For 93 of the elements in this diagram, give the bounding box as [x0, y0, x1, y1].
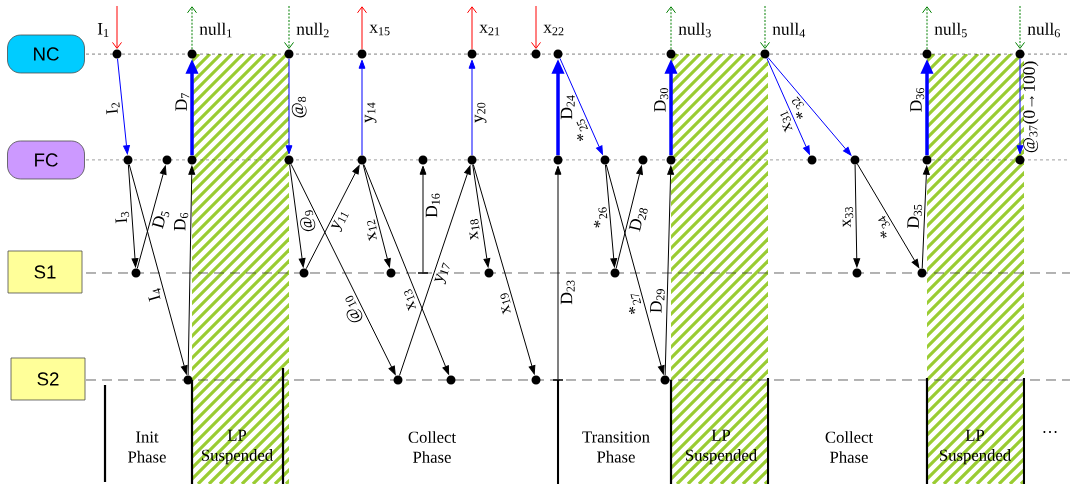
- edge-label: D$_{35}$: [907, 204, 923, 229]
- arrow: [605, 164, 665, 375]
- edge-label: x$_{21}$: [479, 24, 500, 36]
- arrow: [362, 164, 391, 268]
- arrow: [187, 165, 196, 376]
- edge-label: *$_{26}$: [593, 207, 608, 228]
- edge-label: null$_{3}$: [678, 22, 711, 38]
- edge-label: null$_{1}$: [199, 22, 232, 38]
- edge-label: D$_{16}$: [425, 193, 440, 218]
- lane-label: S2: [10, 357, 86, 401]
- edge-label: *$_{34}$: [878, 216, 890, 239]
- lane-label: S1: [7, 250, 83, 294]
- edge-label: x$_{12}$: [367, 219, 377, 242]
- phase-label: Init Phase: [128, 431, 166, 463]
- edge-label: y$_{20}$: [474, 102, 487, 123]
- edge-label: x$_{13}$: [404, 289, 417, 311]
- arrow: [468, 59, 476, 156]
- edge-label: null$_{5}$: [934, 22, 967, 38]
- arrow: [305, 165, 360, 270]
- arrow: [922, 6, 932, 50]
- edge-label: x$_{18}$: [469, 219, 480, 240]
- edge-label: D$_{36}$: [910, 87, 925, 112]
- edge-label: x$_{19}$: [500, 293, 511, 315]
- arrow: [117, 58, 130, 155]
- arrow: [472, 164, 536, 375]
- edge-label: y$_{11}$: [330, 212, 349, 233]
- arrow: [399, 165, 471, 376]
- edge-label: @$_{8}$: [291, 96, 307, 118]
- edge-label: D$_{23}$: [560, 280, 575, 305]
- arrow: [187, 6, 197, 50]
- arrow: [604, 164, 618, 268]
- arrow: [289, 164, 306, 268]
- arrow: [1015, 5, 1025, 49]
- phase-label: Collect Phase: [825, 431, 873, 463]
- arrow: [128, 164, 188, 375]
- arrow: [1016, 58, 1024, 155]
- edge-label: *$_{27}$: [628, 294, 642, 315]
- arrow: [559, 57, 603, 155]
- edge-label: I$_{3}$: [115, 211, 130, 224]
- arrow: [467, 6, 477, 50]
- arrow: [531, 5, 541, 49]
- arrow: [766, 57, 810, 155]
- edge-label: D$_{7}$: [175, 93, 190, 111]
- arrow: [285, 58, 293, 155]
- arrow: [664, 165, 675, 376]
- edge-label: @$_{37}$(0→100): [1022, 61, 1039, 153]
- arrow: [127, 164, 139, 268]
- edge-label: @$_{9}$: [300, 210, 316, 232]
- edge-label: *$_{32}$: [792, 96, 805, 119]
- tick-mark: [418, 272, 428, 274]
- edge-label: I$_{1}$: [97, 23, 109, 37]
- edge-label: x$_{15}$: [369, 24, 390, 36]
- phase-label: …: [1043, 431, 1057, 433]
- arrow: [419, 165, 427, 273]
- arrow: [358, 59, 366, 156]
- arrow: [357, 6, 367, 50]
- edge-label: x$_{22}$: [543, 24, 564, 36]
- edge-label: null$_{6}$: [1027, 22, 1060, 38]
- edge-label: *$_{25}$: [576, 119, 588, 141]
- arrow: [921, 165, 930, 269]
- edge-label: D$_{5}$: [151, 211, 170, 229]
- arrow: [284, 5, 294, 49]
- edge-label: I$_{4}$: [148, 288, 161, 302]
- arrow: [853, 164, 861, 268]
- edge-label: D$_{29}$: [650, 289, 665, 313]
- arrow: [136, 165, 167, 269]
- arrow: [856, 163, 920, 269]
- edge-label: x$_{33}$: [842, 207, 854, 228]
- edge-label: D$_{6}$: [174, 212, 189, 231]
- edge-label: y$_{14}$: [364, 102, 377, 123]
- tick-mark: [553, 379, 563, 381]
- edge-label: y$_{17}$: [434, 262, 450, 285]
- edge-label: null$_{2}$: [296, 22, 329, 38]
- edge-label: D$_{28}$: [628, 208, 648, 232]
- arrow: [767, 57, 852, 156]
- lane-label: FC: [7, 140, 85, 180]
- arrow: [290, 163, 396, 375]
- phase-label: Collect Phase: [408, 431, 456, 463]
- arrow: [615, 165, 643, 269]
- edge-label: x$_{31}$: [780, 110, 793, 133]
- arrow: [760, 5, 770, 49]
- edge-label: @$_{10}$: [345, 295, 363, 323]
- edge-label: D$_{30}$: [654, 88, 669, 112]
- arrow: [666, 6, 676, 50]
- phase-label: Transition Phase: [582, 431, 650, 463]
- lane-label: NC: [7, 34, 85, 74]
- arrow: [112, 5, 122, 49]
- edge-label: I$_{2}$: [106, 102, 120, 115]
- edge-label: D$_{24}$: [560, 95, 575, 120]
- arrow: [554, 165, 562, 380]
- edge-label: null$_{4}$: [772, 22, 806, 38]
- arrow: [472, 164, 491, 268]
- arrow: [363, 163, 450, 375]
